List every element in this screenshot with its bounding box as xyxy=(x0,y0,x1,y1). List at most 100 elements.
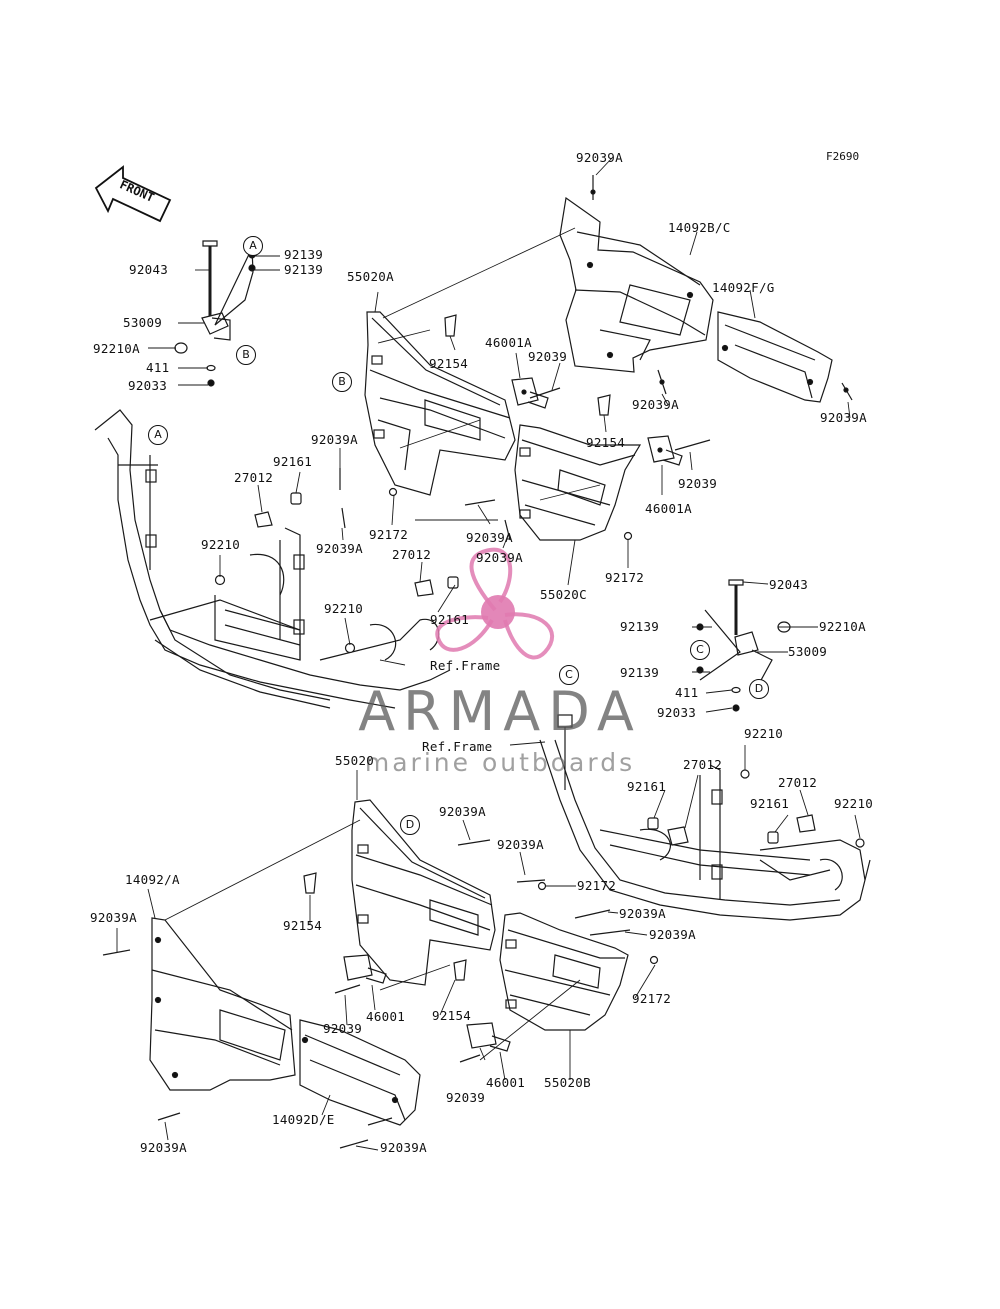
part-label: 92033 xyxy=(657,705,697,720)
part-label: 92210 xyxy=(201,537,241,552)
door-55020 xyxy=(351,799,496,986)
part-label: 53009 xyxy=(788,644,828,659)
part-label: 55020A xyxy=(347,269,394,284)
part-label: Ref.Frame xyxy=(422,739,493,754)
part-label: 27012 xyxy=(778,775,818,790)
part-label: 92039A xyxy=(466,530,513,545)
callout-d-bracket: D xyxy=(749,679,769,699)
propeller-logo-icon xyxy=(435,547,554,660)
part-label: 92139 xyxy=(620,665,660,680)
front-arrow-icon: FRONT xyxy=(94,165,172,223)
part-label: 92172 xyxy=(577,878,617,893)
callout-a-frame: A xyxy=(148,425,168,445)
part-label: 92039A xyxy=(311,432,358,447)
part-label: 92210 xyxy=(744,726,784,741)
part-label: 92154 xyxy=(283,918,323,933)
part-label: 14092F/G xyxy=(712,280,775,295)
part-label: 92154 xyxy=(586,435,626,450)
part-label: 92039A xyxy=(820,410,867,425)
part-label: 92039 xyxy=(678,476,718,491)
part-label: 92039A xyxy=(649,927,696,942)
part-label: 92043 xyxy=(769,577,809,592)
part-label: 92161 xyxy=(750,796,790,811)
part-label: 92210A xyxy=(93,341,140,356)
part-label: 14092B/C xyxy=(668,220,731,235)
callout-c-bracket: C xyxy=(690,640,710,660)
hinge-46001-2 xyxy=(466,1022,511,1052)
part-label: 92039A xyxy=(619,906,666,921)
part-label: 92039A xyxy=(140,1140,187,1155)
part-label: 92139 xyxy=(284,247,324,262)
hinge-46001-1 xyxy=(343,954,387,984)
watermark-title: ARMADA xyxy=(358,680,642,743)
clip-pins xyxy=(102,175,853,1149)
part-label: 55020 xyxy=(335,753,375,768)
watermark-subtitle: marine outboards xyxy=(364,748,636,777)
part-label: 92139 xyxy=(620,619,660,634)
part-label: 92039A xyxy=(316,541,363,556)
part-label: 92039A xyxy=(439,804,486,819)
part-label: 92039 xyxy=(446,1090,486,1105)
callout-a-upper: A xyxy=(243,236,263,256)
part-label: 92161 xyxy=(627,779,667,794)
part-label: 27012 xyxy=(234,470,274,485)
part-label: Ref.Frame xyxy=(430,658,501,673)
part-label: 92161 xyxy=(273,454,313,469)
part-label: 27012 xyxy=(683,757,723,772)
door-55020c xyxy=(514,424,642,541)
part-label: 92039A xyxy=(476,550,523,565)
reference-lines xyxy=(164,227,601,1061)
panel-14092de xyxy=(299,1019,421,1126)
door-55020b xyxy=(499,912,629,1031)
part-label: 92172 xyxy=(632,991,672,1006)
callout-d-door: D xyxy=(400,815,420,835)
part-label: 27012 xyxy=(392,547,432,562)
frame-lower-right xyxy=(539,714,871,921)
leader-lines xyxy=(116,157,861,1151)
bracket-53009-upper xyxy=(174,240,256,387)
callout-b-upper: B xyxy=(236,345,256,365)
bracket-53009-right xyxy=(696,579,791,712)
part-label: 92172 xyxy=(369,527,409,542)
part-label: 46001A xyxy=(645,501,692,516)
hinge-46001a-2 xyxy=(647,435,683,466)
part-label: 92154 xyxy=(429,356,469,371)
part-label: 92154 xyxy=(432,1008,472,1023)
part-label: 14092/A xyxy=(125,872,180,887)
part-label: 92033 xyxy=(128,378,168,393)
part-label: 92172 xyxy=(605,570,645,585)
part-label: 55020B xyxy=(544,1075,591,1090)
part-label: 53009 xyxy=(123,315,163,330)
part-label: 46001A xyxy=(485,335,532,350)
part-label: 92210A xyxy=(819,619,866,634)
part-label: 92139 xyxy=(284,262,324,277)
part-label: 92210 xyxy=(834,796,874,811)
frame-upper-left xyxy=(94,409,451,709)
part-label: 92039A xyxy=(90,910,137,925)
part-label: 92161 xyxy=(430,612,470,627)
part-label: 92043 xyxy=(129,262,169,277)
part-label: 92039 xyxy=(323,1021,363,1036)
part-label: 92039A xyxy=(497,837,544,852)
door-55020a xyxy=(364,311,516,496)
part-label: 46001 xyxy=(486,1075,526,1090)
panel-14092a xyxy=(149,917,296,1091)
figure-id: F2690 xyxy=(826,150,860,163)
panel-14092fg xyxy=(717,311,833,403)
part-label: 411 xyxy=(146,360,170,375)
part-label: 92039A xyxy=(380,1140,427,1155)
part-label: 92039A xyxy=(632,397,679,412)
panel-14092bc xyxy=(559,196,714,373)
hinge-46001a-1 xyxy=(511,377,549,409)
part-label: 92039A xyxy=(576,150,623,165)
part-label: 14092D/E xyxy=(272,1112,335,1127)
part-label: 92039 xyxy=(528,349,568,364)
part-label: 55020C xyxy=(540,587,587,602)
part-label: 92210 xyxy=(324,601,364,616)
part-label: 411 xyxy=(675,685,699,700)
callout-c-frame: C xyxy=(559,665,579,685)
part-label: 46001 xyxy=(366,1009,406,1024)
callout-b-door: B xyxy=(332,372,352,392)
